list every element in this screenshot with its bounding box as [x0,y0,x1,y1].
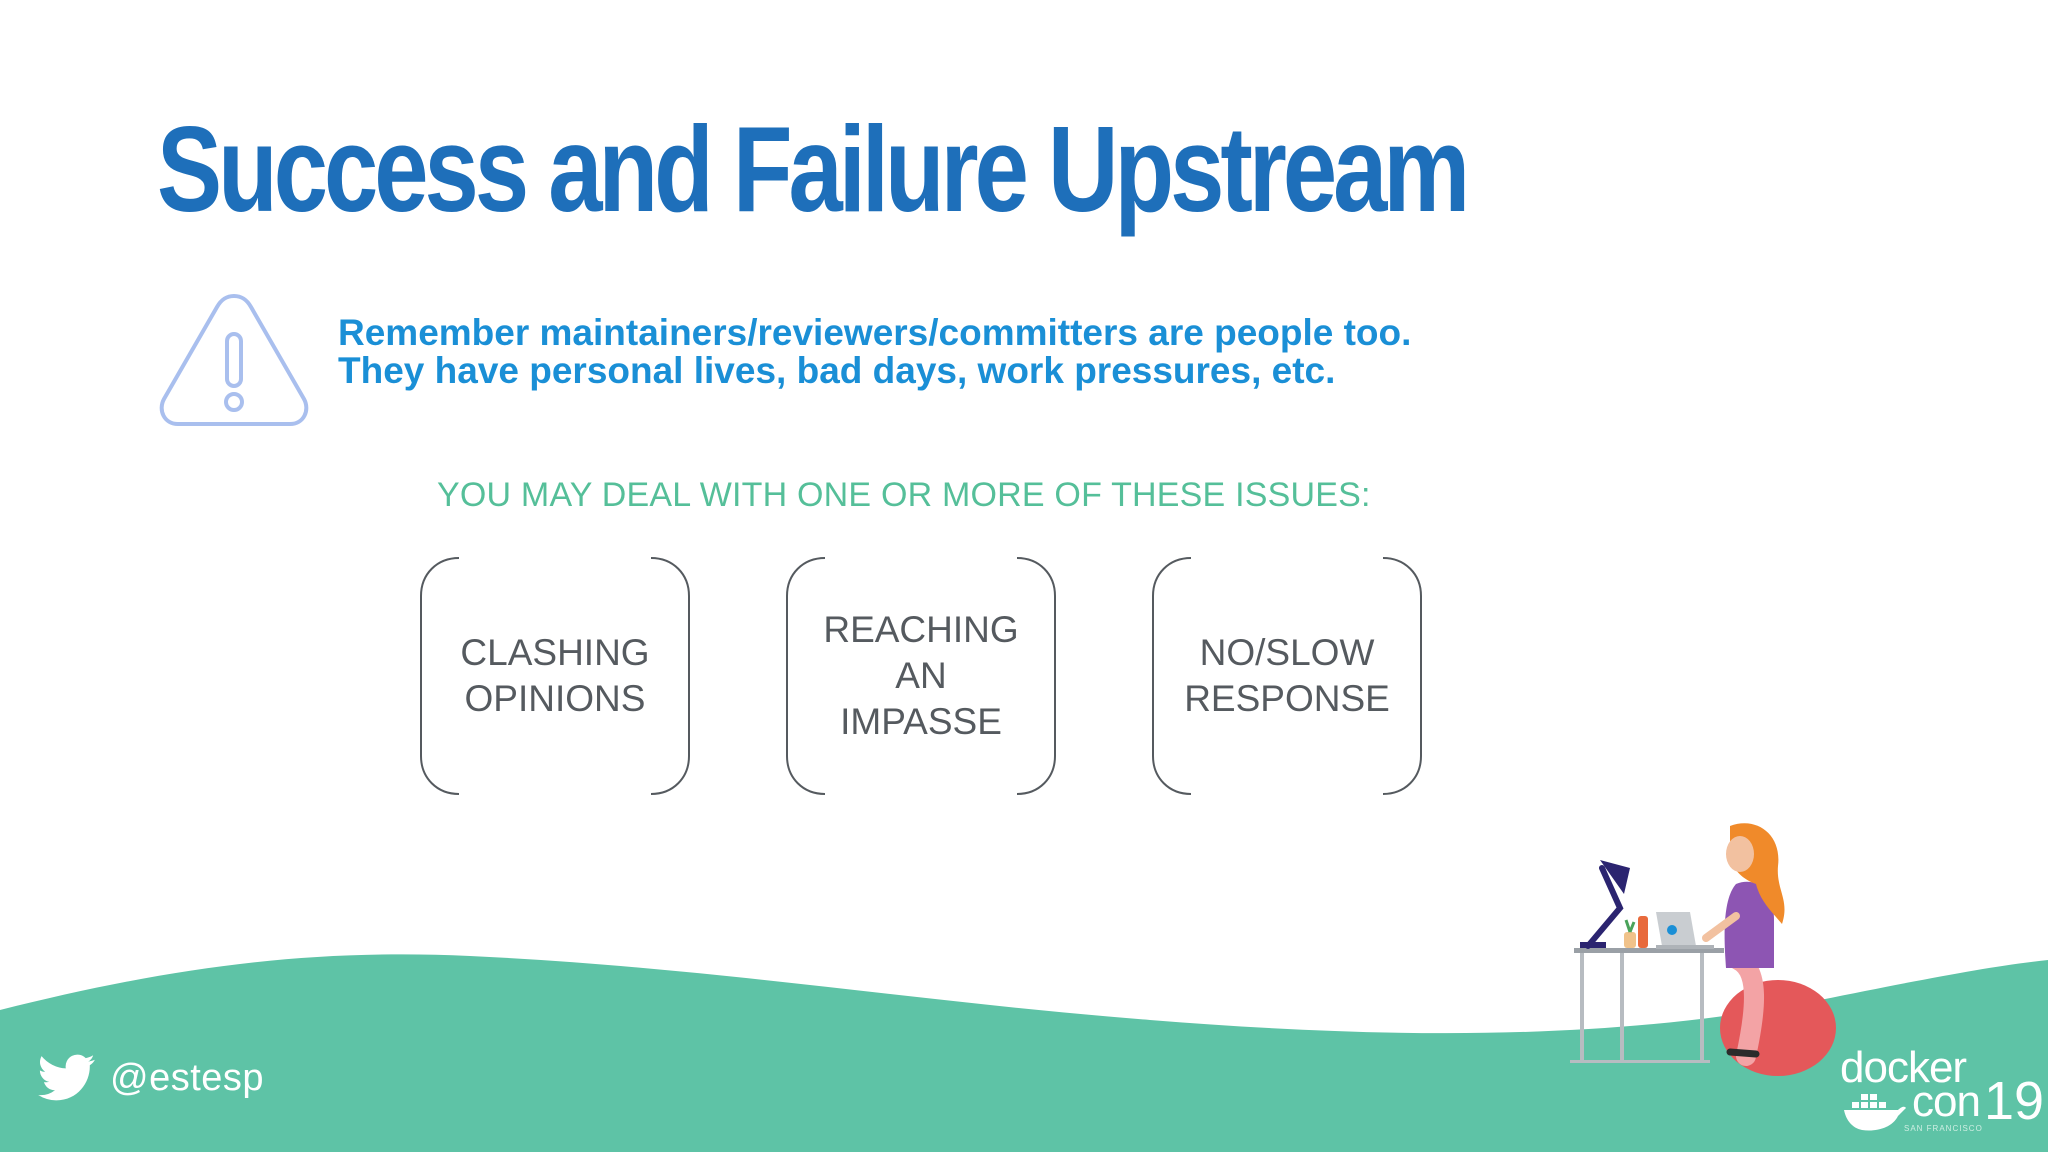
logo-con-text: con [1912,1077,1981,1126]
woman-at-desk-illustration [1570,823,1836,1076]
twitter-handle: @estesp [38,1054,264,1102]
issue-bracket-frame [420,557,690,795]
issue-bracket-frame [1152,557,1422,795]
twitter-bird-icon [38,1054,95,1101]
twitter-handle-text: @estesp [110,1056,265,1099]
issue-bracket-frame [786,557,1056,795]
issue-card-clashing-opinions: CLASHING OPINIONS [419,556,691,796]
issue-label: REACHING AN IMPASSE [823,609,1019,742]
reminder-line-1: Remember maintainers/reviewers/committer… [338,312,1412,353]
logo-year: 19 [1984,1071,2045,1131]
warning-triangle-icon [159,294,309,426]
logo-city: SAN FRANCISCO [1904,1124,1983,1133]
dockercon-logo: docker con 19 SAN FRANCISCO [1836,1040,2044,1140]
footer-wave [0,954,2048,1152]
issues-heading: YOU MAY DEAL WITH ONE OR MORE OF THESE I… [437,476,1371,514]
docker-whale-icon [1844,1094,1906,1131]
issue-card-reaching-an-impasse: REACHING AN IMPASSE [785,556,1057,796]
issue-label: NO/SLOW RESPONSE [1184,632,1390,719]
issue-label: CLASHING OPINIONS [460,632,650,719]
reminder-note: Remember maintainers/reviewers/committer… [338,314,1411,390]
reminder-line-2: They have personal lives, bad days, work… [338,350,1336,391]
logo-docker-text: docker [1840,1043,1967,1092]
slide-title: Success and Failure Upstream [157,101,1470,237]
issue-card-no-slow-response: NO/SLOW RESPONSE [1151,556,1423,796]
